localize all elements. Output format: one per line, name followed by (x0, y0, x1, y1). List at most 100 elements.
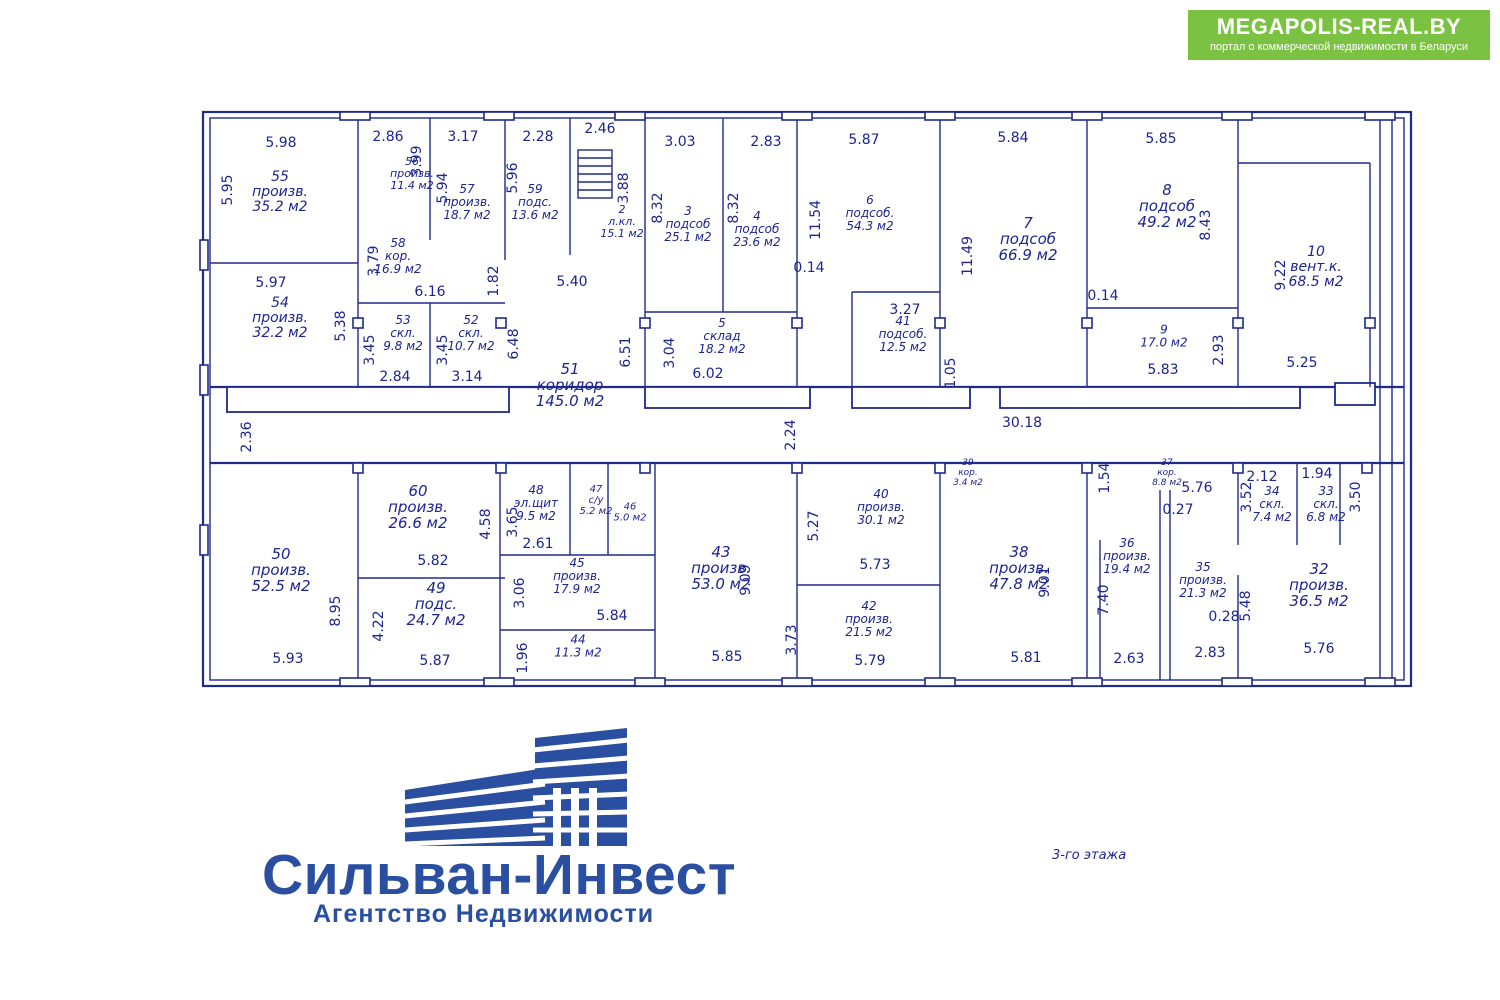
room-10-label-0: 10 (1307, 244, 1325, 260)
room-4-label-1: подсоб (735, 222, 780, 236)
room-44-label-1: 11.3 м2 (554, 646, 601, 660)
room-6-label-0: 6 (866, 193, 874, 207)
room-7-label-0: 7 (1023, 214, 1033, 232)
dimension-label: 6.16 (414, 284, 445, 300)
dimension-label: 3.04 (662, 337, 678, 368)
interior-walls (210, 118, 1393, 680)
room-53-label-2: 9.8 м2 (383, 339, 423, 353)
room-36-label-2: 19.4 м2 (1103, 562, 1150, 576)
dimension-label: 4.22 (371, 610, 387, 641)
dimension-label: 5.79 (854, 653, 885, 669)
room-2-label-0: 2 (619, 203, 626, 216)
dimension-label: 3.88 (616, 172, 632, 203)
room-4-label-0: 4 (753, 209, 761, 223)
room-9: 917.0 м2 (1140, 323, 1187, 350)
dimension-label: 11.54 (808, 200, 824, 240)
room-56-label-2: 11.4 м2 (390, 179, 433, 192)
room-9-label-1: 17.0 м2 (1140, 336, 1187, 350)
room-45-label-0: 45 (569, 556, 584, 570)
room-45-label-2: 17.9 м2 (553, 582, 600, 596)
room-7-label-1: подсоб (1000, 230, 1056, 248)
dimension-label: 3.79 (366, 245, 382, 276)
megapolis-badge[interactable]: MEGAPOLIS-REAL.BY портал о коммерческой … (1188, 10, 1490, 60)
room-44-label-0: 44 (570, 633, 585, 647)
floor-label: 3-го этажа (1052, 848, 1127, 863)
room-59-label-1: подс. (518, 195, 552, 209)
dimension-label: 5.96 (505, 162, 521, 193)
room-53-label-0: 53 (395, 313, 410, 327)
room-46: 465.0 м2 (614, 502, 647, 524)
dimension-label: 1.96 (515, 642, 531, 673)
dimension-label: 1.05 (943, 357, 959, 388)
room-57-label-2: 18.7 м2 (443, 208, 490, 222)
dimension-label: 0.14 (1087, 288, 1118, 304)
dimension-label: 5.40 (556, 274, 587, 290)
room-41-label-2: 12.5 м2 (879, 340, 926, 354)
dimension-label: 11.49 (960, 236, 976, 276)
dimension-label: 2.24 (783, 419, 799, 450)
room-32-label-2: 36.5 м2 (1289, 592, 1348, 610)
dimension-label: 8.95 (328, 595, 344, 626)
dimension-label: 5.81 (1010, 650, 1041, 666)
dimension-label: 5.95 (220, 174, 236, 205)
room-37-label-2: 8.8 м2 (1152, 478, 1182, 488)
dimension-label: 3.45 (362, 334, 378, 365)
room-6-label-2: 54.3 м2 (846, 219, 893, 233)
room-3-label-0: 3 (684, 204, 692, 218)
dimension-label: 0.27 (1162, 502, 1193, 518)
room-59-label-2: 13.6 м2 (511, 208, 558, 222)
room-60-label-2: 26.6 м2 (388, 514, 447, 532)
dimension-label: 6.51 (618, 336, 634, 367)
dimension-label: 2.12 (1246, 469, 1277, 485)
room-2-label-2: 15.1 м2 (600, 227, 643, 240)
room-32-label-1: произв. (1289, 576, 1349, 594)
room-10-label-2: 68.5 м2 (1288, 274, 1343, 290)
room-56-label-0: 56 (405, 155, 419, 168)
dimension-label: 5.84 (596, 608, 627, 624)
room-47: 47с/у5.2 м2 (580, 484, 613, 517)
dimension-label: 3.50 (1348, 481, 1364, 512)
dimension-label: 2.61 (522, 536, 553, 552)
dimension-label: 3.52 (1239, 481, 1255, 512)
room-52-label-1: скл. (458, 326, 483, 340)
badge-title: MEGAPOLIS-REAL.BY (1216, 14, 1462, 39)
room-36-label-1: произв. (1103, 549, 1151, 563)
room-39-label-0: 39 (962, 458, 974, 468)
room-33-label-2: 6.8 м2 (1306, 510, 1346, 524)
dimension-label: 1.94 (1301, 466, 1332, 482)
dimension-label: 3.17 (447, 129, 478, 145)
room-58-label-1: кор. (385, 249, 411, 263)
room-58-label-2: 16.9 м2 (374, 262, 421, 276)
room-46-label-1: 5.0 м2 (614, 513, 647, 524)
dimension-label: 2.86 (372, 129, 403, 145)
room-6-label-1: подсоб. (846, 206, 895, 220)
dimension-label: 5.48 (1238, 590, 1254, 621)
room-59-label-0: 59 (527, 182, 542, 196)
room-41-label-0: 41 (895, 314, 910, 328)
dimension-label: 2.63 (1113, 651, 1144, 667)
room-35-label-0: 35 (1195, 560, 1210, 574)
room-42-label-0: 42 (861, 599, 876, 613)
agency-name: Сильван-Инвест (262, 843, 737, 907)
room-34-label-1: скл. (1259, 497, 1284, 511)
room-49-label-0: 49 (426, 579, 445, 597)
room-54-label-0: 54 (271, 295, 289, 311)
room-37-label-1: кор. (1157, 468, 1177, 478)
room-2-label-1: л.кл. (607, 215, 636, 228)
room-35-label-1: произв. (1179, 573, 1227, 587)
room-43-label-0: 43 (711, 543, 730, 561)
